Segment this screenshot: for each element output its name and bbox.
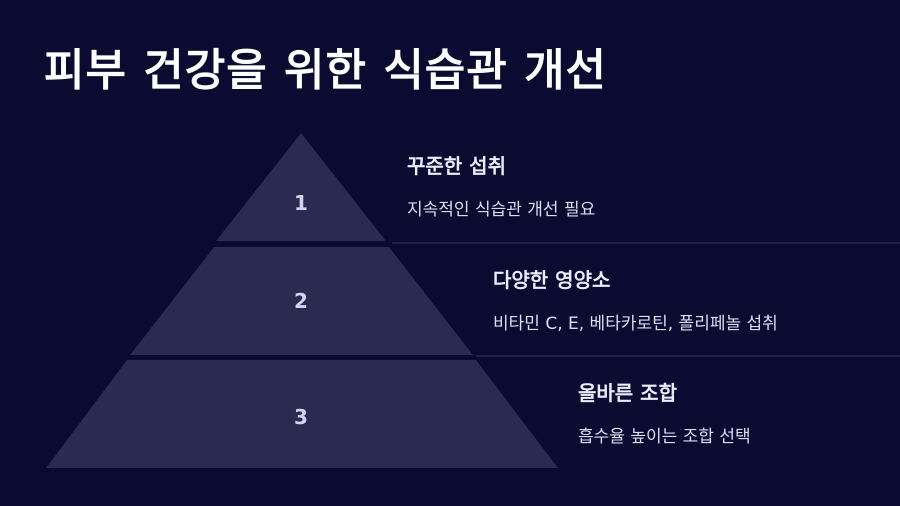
level-1-title: 꾸준한 섭취: [407, 154, 506, 178]
pyramid-tier-3: [46, 360, 558, 468]
pyramid-tier-1: [216, 133, 386, 241]
tier-number-2: 2: [294, 289, 308, 313]
level-3-title: 올바른 조합: [578, 381, 677, 405]
page-title: 피부 건강을 위한 식습관 개선: [44, 45, 608, 96]
level-1-description: 지속적인 식습관 개선 필요: [407, 200, 596, 220]
level-2-description: 비타민 C, E, 베타카로틴, 폴리페놀 섭취: [493, 314, 778, 334]
tier-number-3: 3: [294, 405, 308, 429]
level-2-title: 다양한 영양소: [493, 268, 611, 292]
pyramid-tier-2: [130, 247, 473, 355]
level-3-description: 흡수율 높이는 조합 선택: [578, 427, 751, 447]
tier-number-1: 1: [294, 191, 308, 215]
